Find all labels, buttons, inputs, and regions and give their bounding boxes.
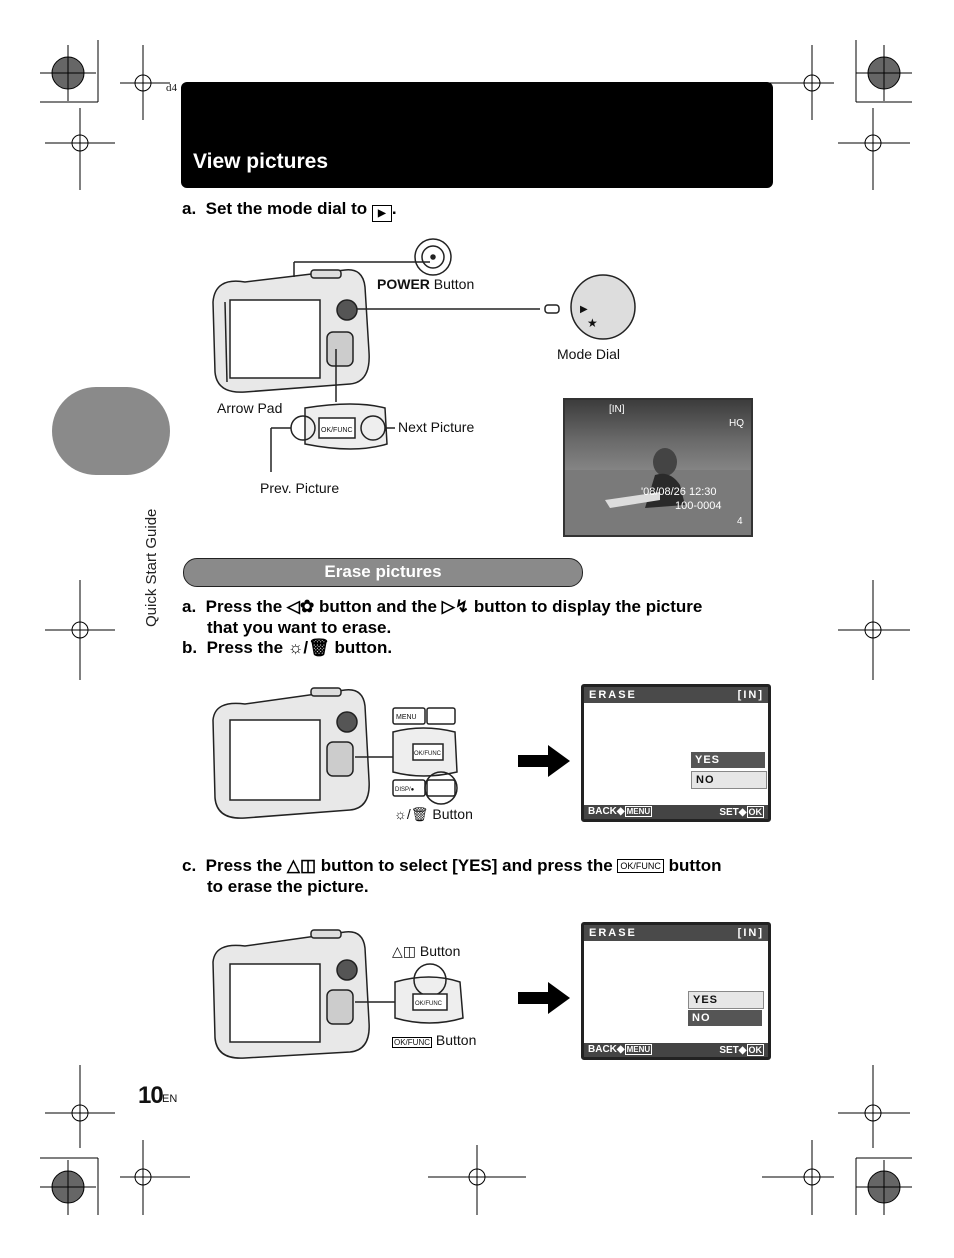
- up-exposure-icon: △◫: [287, 856, 316, 875]
- step-a: a. Set the mode dial to ▶.: [182, 199, 397, 222]
- page-marker: d4: [166, 82, 177, 94]
- quality-indicator: HQ: [729, 418, 744, 429]
- next-picture-label: Next Picture: [398, 419, 474, 435]
- step-a-text: Set the mode dial to: [206, 199, 368, 218]
- photo-subject: [565, 400, 751, 535]
- menu-key-text: MENU: [396, 714, 417, 721]
- yes-option[interactable]: YES: [688, 991, 764, 1009]
- okfunc-key-icon: OK/FUNC: [392, 1037, 432, 1048]
- erase-step-b: b. Press the ☼/🗑 button.: [182, 638, 392, 658]
- okfunc-key-text: OK/FUNC: [415, 1001, 443, 1007]
- erase-screen-1: ERASE [IN] YES NO BACK◆MENU SET◆OK: [581, 684, 771, 822]
- no-option[interactable]: NO: [691, 771, 767, 789]
- right-arrow-icon: [518, 745, 570, 777]
- okfunc-key-text: OK/FUNC: [414, 751, 442, 757]
- step-a-prefix: a.: [182, 199, 196, 218]
- yes-option[interactable]: YES: [691, 752, 765, 768]
- power-button-label: POWER Button: [377, 276, 474, 292]
- frame-number: 4: [737, 516, 743, 527]
- playback-icon: ▶: [372, 205, 392, 222]
- erase-button-label: ☼/🗑 Button: [394, 806, 473, 823]
- erase-screen-2: ERASE [IN] YES NO BACK◆MENU SET◆OK: [581, 922, 771, 1060]
- right-flash-icon: ▷↯: [442, 597, 469, 616]
- file-number: 100-0004: [675, 500, 722, 512]
- camera-illustration-erase: MENU OK/FUNC DISP/●: [205, 680, 470, 825]
- screen-memory: [IN]: [738, 687, 764, 703]
- page-title: View pictures: [193, 150, 328, 174]
- shadow-erase-icon: ☼/🗑: [288, 638, 330, 657]
- erase-step-c: c. Press the △◫ button to select [YES] a…: [182, 856, 722, 876]
- erase-step-c-cont: to erase the picture.: [207, 877, 369, 897]
- side-tab-label: Quick Start Guide: [143, 509, 160, 627]
- set-hint: SET◆OK: [719, 805, 764, 820]
- screen-title: ERASE: [589, 687, 637, 703]
- mode-dial-label: Mode Dial: [557, 346, 620, 362]
- set-hint: SET◆OK: [719, 1043, 764, 1058]
- memory-indicator: [IN]: [609, 404, 625, 415]
- shadow-erase-icon: ☼/🗑: [394, 806, 429, 822]
- back-hint: BACK◆MENU: [588, 805, 652, 819]
- no-option[interactable]: NO: [688, 1010, 762, 1026]
- up-exposure-icon: △◫: [392, 943, 416, 959]
- disp-key-text: DISP/●: [395, 787, 415, 793]
- erase-section-title: Erase pictures: [183, 562, 583, 582]
- left-macro-icon: ◁✿: [287, 597, 314, 616]
- prev-picture-label: Prev. Picture: [260, 480, 339, 496]
- erase-step-a-cont: that you want to erase.: [207, 618, 391, 638]
- ok-button-label: OK/FUNC Button: [392, 1032, 476, 1048]
- back-hint: BACK◆MENU: [588, 1043, 652, 1057]
- svg-text:OK/FUNC: OK/FUNC: [321, 427, 353, 434]
- okfunc-key-icon: OK/FUNC: [617, 859, 664, 873]
- svg-text:▶: ▶: [580, 304, 588, 315]
- playback-photo: [IN] HQ '08/08/26 12:30 100-0004 4: [563, 398, 753, 537]
- date-readout: '08/08/26 12:30: [641, 486, 717, 498]
- screen-title: ERASE: [589, 925, 637, 941]
- svg-text:★: ★: [587, 316, 598, 330]
- language-code: EN: [162, 1093, 177, 1105]
- screen-memory: [IN]: [738, 925, 764, 941]
- arrow-pad-label: Arrow Pad: [217, 400, 282, 416]
- right-arrow-icon: [518, 982, 570, 1014]
- page-number: 10: [138, 1082, 163, 1110]
- erase-step-a: a. Press the ◁✿ button and the ▷↯ button…: [182, 597, 702, 617]
- up-button-label: △◫ Button: [392, 943, 460, 960]
- side-tab: [52, 387, 170, 475]
